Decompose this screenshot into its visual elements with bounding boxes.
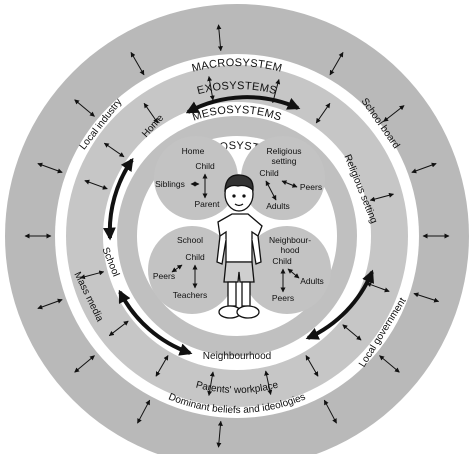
macrosystem-title: MACROSYSTEM	[191, 57, 284, 75]
meso-arrow-bottom-right	[305, 269, 374, 340]
exo-meso-arrow	[207, 371, 215, 396]
meso-arrow-left	[103, 157, 134, 241]
micro-home-blob	[154, 136, 238, 220]
child-shorts	[223, 261, 255, 283]
micro-religious-blob	[241, 136, 325, 220]
exo-meso-arrow	[80, 270, 105, 280]
child-shirt	[217, 213, 263, 263]
child-mouth	[234, 203, 244, 207]
macro-exo-arrow	[411, 162, 437, 174]
exo-meso-arrow	[84, 179, 108, 190]
micro-home-child: Child	[195, 161, 215, 171]
macro-exo-arrow	[329, 51, 344, 76]
child-hair	[224, 174, 254, 192]
exo-meso-arrow	[366, 282, 390, 293]
child-left-leg	[227, 281, 237, 307]
micro-neighbourhood-title-2: hood	[281, 245, 300, 255]
child-right-arm	[251, 235, 262, 265]
macro-exo-arrow	[379, 355, 400, 373]
exo-meso-arrow	[264, 370, 273, 395]
micro-religious-peers: Peers	[300, 182, 322, 192]
micro-neighbourhood-title-1: Neighbour-	[269, 235, 311, 245]
micro-religious: Religious setting Child Peers Adults	[259, 146, 322, 211]
micro-religious-title-2: setting	[271, 156, 296, 166]
micro-neighbourhood-adults: Adults	[300, 276, 324, 286]
micro-home-siblings: Siblings	[155, 179, 185, 189]
micro-religious-child: Child	[259, 168, 279, 178]
macro-exo-arrow	[37, 298, 63, 310]
child-right-shoe	[236, 305, 260, 319]
meso-arrow-bottom-left	[118, 289, 193, 356]
exosystems-title: EXOSYSTEMS	[196, 80, 278, 97]
micro-neighbourhood-child: Child	[272, 256, 292, 266]
exo-meso-arrow	[315, 102, 331, 124]
exo-meso-arrow	[369, 192, 394, 202]
macro-exo-arrow	[383, 105, 405, 122]
exo-meso-arrow	[103, 142, 125, 158]
parents-workplace-label: Parents' workplace	[195, 380, 280, 396]
micro-school-peers: Peers	[153, 271, 175, 281]
exo-meso-arrow	[305, 355, 319, 377]
macro-exo-arrow	[216, 24, 223, 52]
macro-exo-arrow	[74, 355, 95, 373]
exo-meso-arrow	[342, 324, 362, 341]
neighbourhood-arrow-1	[287, 268, 300, 279]
religious-arrow-1	[281, 180, 298, 188]
micro-school-child: Child	[185, 252, 205, 262]
macro-exo-arrow	[216, 420, 223, 448]
child-right-leg	[241, 281, 251, 307]
micro-religious-adults: Adults	[266, 201, 290, 211]
micro-religious-title-1: Religious	[267, 146, 302, 156]
meso-neighbourhood-label: Neighbourhood	[203, 351, 271, 362]
child-figure	[216, 174, 263, 319]
interaction-arrows	[24, 24, 450, 448]
macro-exo-arrow	[74, 99, 95, 117]
meso-arrow-top	[185, 95, 301, 114]
child-right-eye	[242, 194, 246, 198]
micro-school-teachers: Teachers	[173, 290, 208, 300]
macro-exo-arrow	[130, 51, 145, 76]
religious-arrow-2	[265, 180, 277, 201]
exo-meso-arrow	[108, 320, 129, 337]
school-arrow-1	[171, 264, 183, 273]
exo-meso-arrow	[271, 79, 281, 104]
meso-arrows	[103, 95, 374, 356]
macro-exo-arrow	[37, 162, 63, 174]
micro-neighbourhood-peers: Peers	[272, 293, 294, 303]
macro-exo-arrow	[323, 399, 337, 424]
micro-neighbourhood-blob	[243, 226, 331, 314]
exo-meso-arrow	[143, 102, 159, 124]
child-left-arm	[216, 235, 227, 265]
micro-home-parent: Parent	[194, 199, 220, 209]
micro-school: School Child Peers Teachers	[153, 235, 207, 300]
exo-meso-arrow	[207, 76, 215, 101]
micro-home-title: Home	[182, 146, 205, 156]
micro-home: Home Child Siblings Parent	[155, 146, 220, 209]
child-left-eye	[232, 194, 236, 198]
micro-neighbourhood: Neighbour- hood Child Adults Peers	[269, 235, 324, 303]
exo-meso-arrow	[155, 355, 169, 377]
macro-exo-arrow	[137, 399, 151, 424]
micro-school-blob	[148, 226, 236, 314]
microsystem-blobs	[148, 136, 331, 314]
macro-exo-arrow	[413, 292, 440, 303]
micro-school-title: School	[177, 235, 203, 245]
